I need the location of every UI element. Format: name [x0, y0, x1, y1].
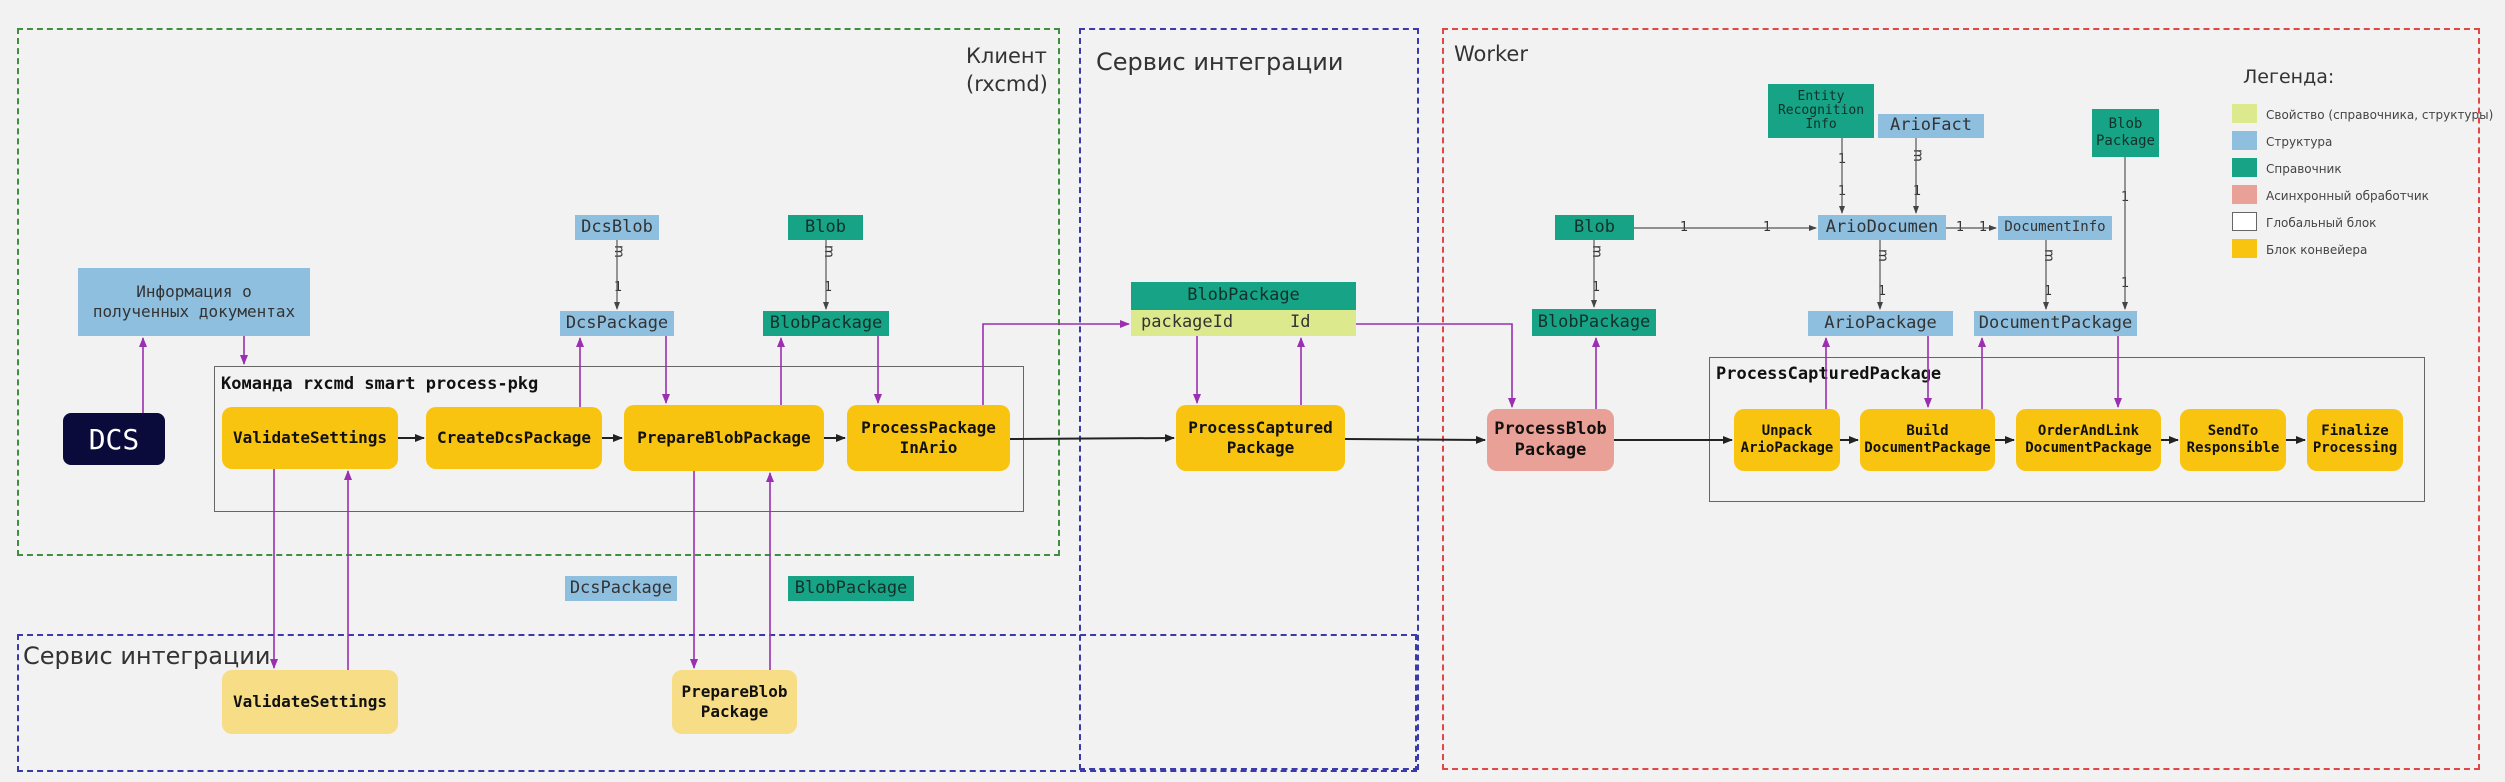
- legend-swatch-pipeline-block: [2232, 239, 2257, 258]
- legend-swatch-reference: [2232, 158, 2257, 177]
- blob-package-client-node: BlobPackage: [763, 311, 889, 336]
- worker-zone: [1442, 28, 2480, 770]
- send-to-responsible-node: SendTo Responsible: [2180, 409, 2286, 471]
- legend-title: Легенда:: [2243, 66, 2335, 88]
- integration-zone-bottom: [17, 634, 1417, 772]
- ario-fact-node: ArioFact: [1878, 114, 1984, 138]
- legend-swatch-global-block: [2232, 212, 2257, 231]
- dcs-package-top-node: DcsPackage: [560, 311, 674, 336]
- legend-label-pipeline-block: Блок конвейера: [2266, 243, 2368, 257]
- mult-dcsblob-1: 1: [614, 280, 623, 295]
- finalize-processing-node: Finalize Processing: [2307, 409, 2403, 471]
- ario-document-node: ArioDocumen: [1818, 215, 1946, 240]
- document-package-node: DocumentPackage: [1974, 311, 2137, 336]
- create-dcs-package-node: CreateDcsPackage: [426, 407, 602, 469]
- blob-package-ref-node: Blob Package: [2092, 109, 2159, 157]
- dcs-package-mid-node: DcsPackage: [565, 576, 677, 601]
- rxcmd-command-title: Команда rxcmd smart process-pkg: [221, 374, 539, 394]
- legend-swatch-structure: [2232, 131, 2257, 150]
- integration-zone-top: [1079, 28, 1419, 770]
- client-zone-title: Клиент (rxcmd): [966, 44, 1048, 97]
- legend-label-structure: Структура: [2266, 135, 2333, 149]
- process-blob-package-node: ProcessBlob Package: [1487, 409, 1614, 471]
- client-zone: [17, 28, 1060, 556]
- info-docs-node: Информация о полученных документах: [78, 268, 310, 336]
- legend-swatch-async: [2232, 185, 2257, 204]
- prepare-blob-package-service-node: PrepareBlob Package: [672, 670, 797, 734]
- validate-settings-node: ValidateSettings: [222, 407, 398, 469]
- id-to-processblob: [1356, 323, 1516, 408]
- legend-label-async: Асинхронный обработчик: [2266, 189, 2429, 203]
- blob-package-worker-node: BlobPackage: [1532, 309, 1656, 336]
- mult-blob-worker-1: 1: [1592, 280, 1601, 295]
- blob-package-mid-node: BlobPackage: [788, 576, 914, 601]
- blob-worker-node: Blob: [1555, 215, 1634, 240]
- flow-client-to-integration: [1009, 434, 1175, 443]
- package-id-field: packageId: [1131, 310, 1256, 336]
- mult-ariodoc-1: 1: [1878, 284, 1887, 299]
- prepare-blob-package-node: PrepareBlobPackage: [624, 405, 824, 471]
- order-and-link-node: OrderAndLink DocumentPackage: [2016, 409, 2161, 471]
- entity-recognition-info-node: Entity Recognition Info: [1768, 84, 1874, 138]
- document-info-node: DocumentInfo: [1998, 216, 2112, 240]
- legend-label-property: Свойство (справочника, структуры): [2266, 108, 2494, 122]
- legend-label-global-block: Глобальный блок: [2266, 216, 2377, 230]
- validate-settings-service-node: ValidateSettings: [222, 670, 398, 734]
- process-package-in-ario-node: ProcessPackage InArio: [847, 405, 1010, 471]
- blob-package-header-node: BlobPackage: [1131, 282, 1356, 310]
- worker-pipeline-title: ProcessCapturedPackage: [1716, 364, 1942, 384]
- blob-client-node: Blob: [788, 215, 863, 240]
- id-field: Id: [1256, 310, 1356, 336]
- legend-label-reference: Справочник: [2266, 162, 2342, 176]
- ario-package-node: ArioPackage: [1808, 311, 1953, 336]
- worker-pipeline-block: [1709, 357, 2425, 502]
- integration-zone-top-title: Сервис интеграции: [1096, 48, 1344, 76]
- unpack-ario-package-node: Unpack ArioPackage: [1734, 409, 1840, 471]
- legend-swatch-property: [2232, 104, 2257, 123]
- mult-ariofact-1: 1: [1913, 184, 1922, 199]
- worker-zone-title: Worker: [1454, 42, 1528, 66]
- integration-zone-bottom-title: Сервис интеграции: [23, 642, 271, 670]
- flow-integration-to-worker: [1344, 435, 1486, 444]
- process-to-blobpackage-header: [982, 320, 1130, 405]
- dcs-blob-node: DcsBlob: [575, 215, 659, 240]
- process-captured-package-node: ProcessCaptured Package: [1176, 405, 1345, 471]
- dcs-node: DCS: [63, 413, 165, 465]
- mult-blob-client-1: 1: [824, 280, 833, 295]
- build-document-package-node: Build DocumentPackage: [1860, 409, 1995, 471]
- mult-docinfo-1: 1: [2044, 284, 2053, 299]
